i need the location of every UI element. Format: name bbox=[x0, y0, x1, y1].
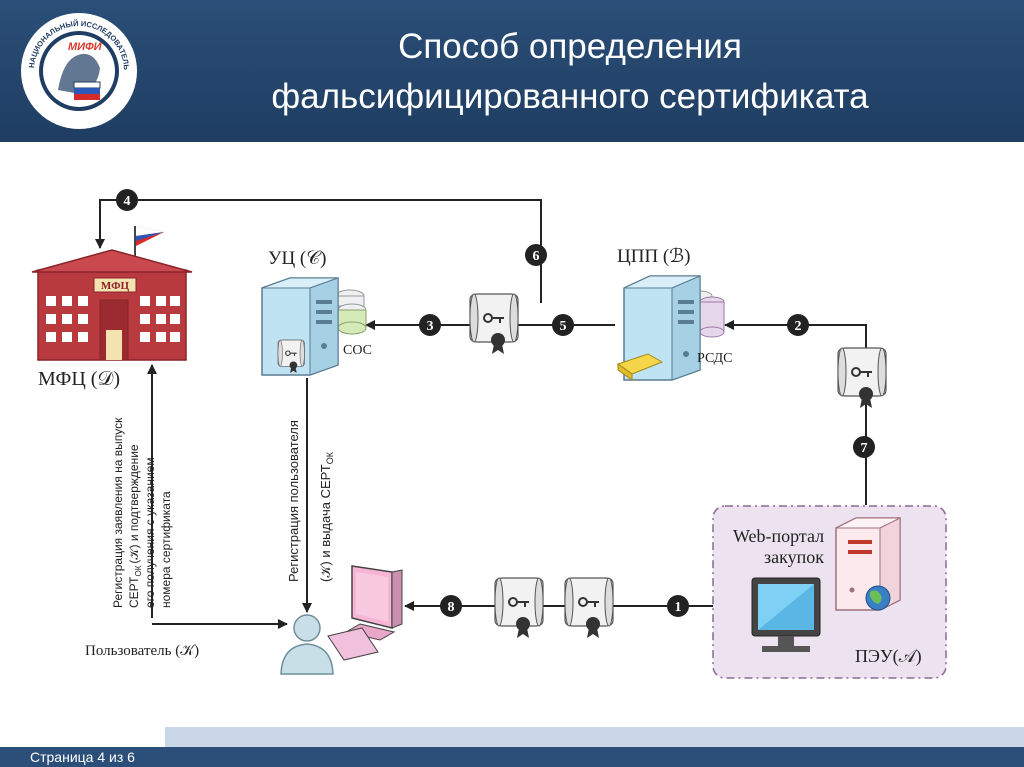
footer-accent-strip bbox=[165, 727, 1024, 747]
portal-title-line-1: Web-портал bbox=[733, 526, 824, 546]
university-logo: МИФИ НАЦИОНАЛЬНЫЙ ИССЛЕДОВАТЕЛЬСКИЙ ЯДЕР… bbox=[18, 10, 137, 129]
step-marker-6: 6 bbox=[525, 244, 547, 266]
certificate-scroll-icon bbox=[469, 293, 519, 355]
slide-title-line-2: фальсифицированного сертификата bbox=[271, 77, 869, 116]
portal-label: ПЭУ(𝒜) bbox=[855, 646, 922, 667]
step-marker-3: 3 bbox=[419, 314, 441, 336]
mfc-building bbox=[31, 226, 193, 361]
edge-label-mfc-user-line-1: Регистрация заявления на выпуск bbox=[111, 417, 125, 608]
user-label: Пользователь (𝒦) bbox=[85, 643, 199, 659]
step-marker-1: 1 bbox=[667, 595, 689, 617]
step-marker-2: 2 bbox=[787, 314, 809, 336]
verification-diagram: МФЦ МФЦ (𝒟) УЦ (𝒞) СОС ЦП bbox=[31, 189, 947, 679]
svg-text:3: 3 bbox=[427, 319, 434, 334]
step-marker-7: 7 bbox=[853, 436, 875, 458]
svg-text:2: 2 bbox=[795, 319, 802, 334]
header-bar: МИФИ НАЦИОНАЛЬНЫЙ ИССЛЕДОВАТЕЛЬСКИЙ ЯДЕР… bbox=[0, 0, 1024, 142]
svg-text:7: 7 bbox=[861, 441, 868, 456]
svg-text:МИФИ: МИФИ bbox=[68, 41, 103, 53]
mfc-label: МФЦ (𝒟) bbox=[38, 368, 120, 390]
edge-label-mfc-user-line-4: номера сертификата bbox=[159, 491, 173, 608]
certificate-scroll-icon bbox=[564, 577, 614, 639]
edge-label-uc-user: Регистрация пользователя (𝒦) и выдача СЕ… bbox=[286, 420, 335, 582]
uc-server bbox=[261, 277, 367, 376]
step-marker-4: 4 bbox=[116, 189, 138, 211]
edge-label-mfc-user-line-2: СЕРТОК(𝒦) и подтверждение bbox=[127, 444, 143, 608]
edge-label-mfc-user-line-3: его получения с указанием bbox=[143, 457, 157, 608]
svg-text:5: 5 bbox=[560, 319, 567, 334]
step-marker-8: 8 bbox=[440, 595, 462, 617]
certificate-scroll-icon bbox=[837, 347, 887, 409]
user-person-icon bbox=[280, 614, 334, 675]
svg-text:4: 4 bbox=[124, 194, 131, 209]
footer-bar: Страница 4 из 6 bbox=[0, 747, 1024, 767]
slide-title-line-1: Способ определения bbox=[398, 27, 742, 66]
cpp-db-label: РСДС bbox=[697, 351, 733, 366]
uc-db-label: СОС bbox=[343, 343, 372, 358]
portal-server bbox=[835, 517, 901, 611]
slide-title: Способ определения фальсифицированного с… bbox=[160, 22, 980, 122]
portal-monitor bbox=[751, 577, 821, 652]
svg-text:6: 6 bbox=[533, 249, 540, 264]
cpp-label: ЦПП (ℬ) bbox=[617, 246, 691, 267]
uc-label: УЦ (𝒞) bbox=[268, 248, 326, 269]
user-computer bbox=[327, 565, 403, 661]
svg-text:1: 1 bbox=[675, 600, 682, 615]
mfc-building-sign: МФЦ bbox=[101, 280, 130, 292]
edge-label-uc-user-line-2: (𝒦) и выдача СЕРТОК bbox=[318, 451, 335, 582]
certificate-scroll-icon bbox=[494, 577, 544, 639]
edge-label-mfc-user: Регистрация заявления на выпуск СЕРТОК(𝒦… bbox=[111, 417, 173, 608]
portal-title-line-2: закупок bbox=[764, 547, 824, 567]
svg-text:8: 8 bbox=[448, 600, 455, 615]
step-marker-5: 5 bbox=[552, 314, 574, 336]
cpp-server bbox=[616, 275, 725, 381]
edge-label-uc-user-line-1: Регистрация пользователя bbox=[286, 420, 301, 582]
page-indicator: Страница 4 из 6 bbox=[30, 749, 135, 765]
